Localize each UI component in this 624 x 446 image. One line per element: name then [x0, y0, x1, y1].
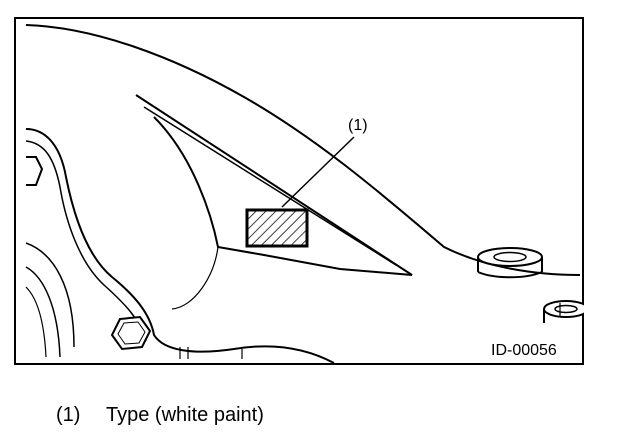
cylinder-boss: [477, 247, 543, 279]
rib-outline: [135, 94, 413, 276]
callout-leader: [281, 136, 355, 208]
legend-text: Type (white paint): [106, 404, 264, 426]
figure-frame: [14, 17, 584, 365]
cylinder-boss-partial: [543, 300, 584, 323]
bolt-head-upper: [26, 156, 44, 186]
legend-item: (1) Type (white paint): [56, 404, 264, 427]
legend-number: (1): [56, 404, 81, 426]
white-paint-mark: [245, 208, 309, 248]
engine-line-drawing: [14, 17, 584, 365]
figure-id-label: ID-00056: [491, 342, 557, 359]
callout-number-label: (1): [348, 117, 368, 134]
flange-outline: [25, 128, 335, 364]
